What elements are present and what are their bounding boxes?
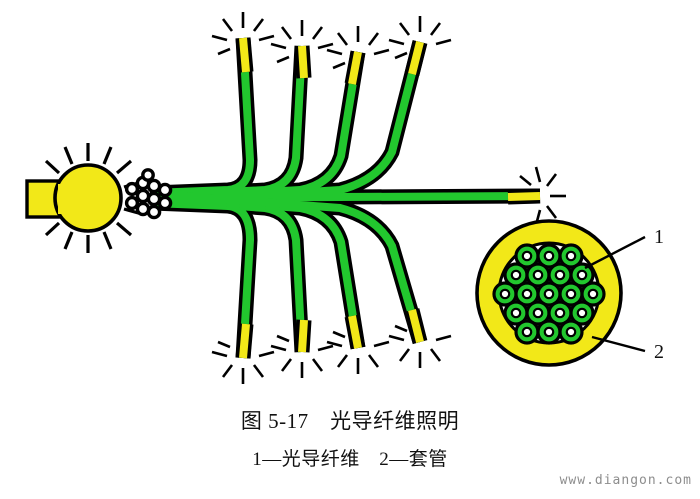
watermark-text: www.diangon.com	[559, 473, 692, 488]
fiber-tips-group	[235, 37, 541, 359]
callout-label-2: 2	[654, 341, 664, 363]
figure-caption-title: 图 5-17 光导纤维照明	[240, 409, 460, 433]
fiber-bundle-end-faces	[124, 168, 173, 220]
figure-caption-legend: 1—光导纤维 2—套管	[252, 449, 448, 470]
fiber-strands-core	[149, 37, 541, 359]
tip-light-rays-icon	[211, 12, 566, 384]
fiber-cores-cross-section	[499, 250, 599, 338]
lamp-group	[25, 143, 143, 253]
lamp-rays-icon	[44, 143, 143, 253]
cross-section-group	[475, 219, 623, 367]
callout-leaders	[584, 235, 646, 353]
fiber-bundle-cross-section	[492, 243, 606, 345]
callout-label-1: 1	[654, 226, 664, 248]
callout-leader-1	[584, 235, 646, 270]
callout-leader-2	[591, 335, 646, 353]
lamp-bulb	[53, 163, 123, 233]
